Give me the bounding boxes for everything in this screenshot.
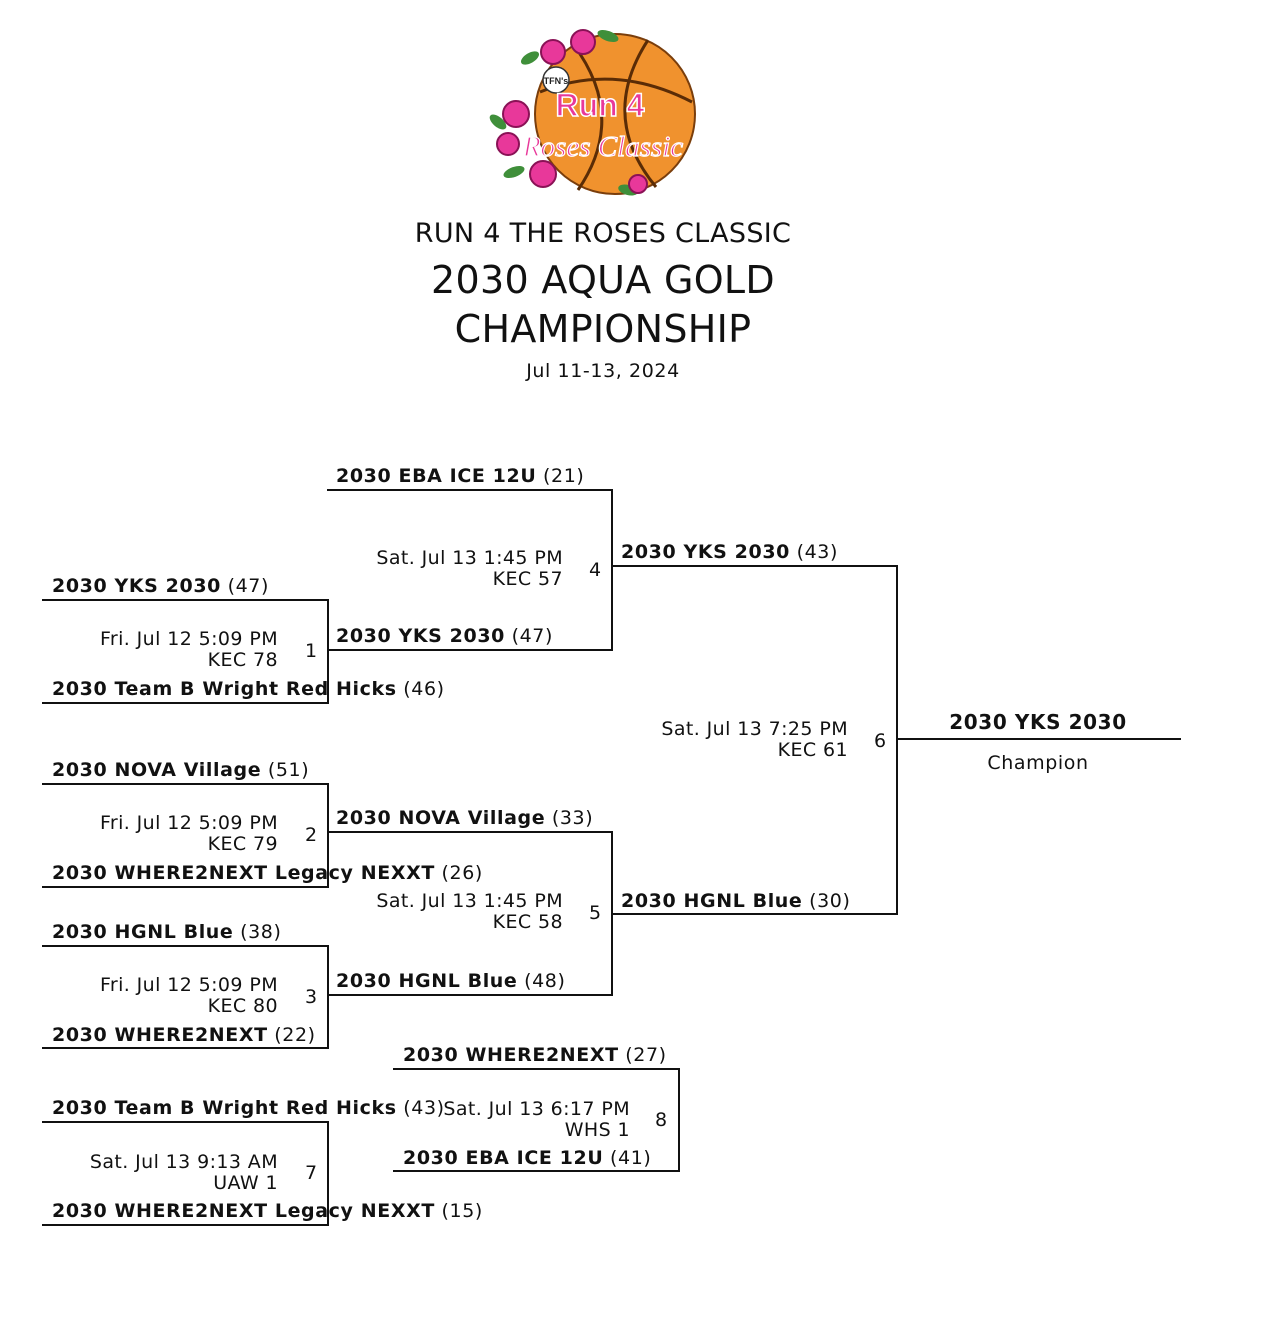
- team-slot: 2030 EBA ICE 12U (41): [403, 1147, 652, 1169]
- rose-shape: [529, 160, 557, 188]
- bracket-line: [42, 1121, 329, 1123]
- team-slot: 2030 EBA ICE 12U (21): [336, 465, 585, 487]
- rose-shape: [628, 174, 648, 194]
- bracket-line: [327, 831, 613, 833]
- game-venue: WHS 1: [564, 1119, 630, 1141]
- bracket-line: [327, 599, 329, 704]
- bracket-line: [393, 1170, 680, 1172]
- game-time: Fri. Jul 12 5:09 PM: [99, 974, 278, 996]
- bracket-line: [42, 599, 329, 601]
- bracket-line: [611, 913, 898, 915]
- bracket-line: [611, 489, 613, 651]
- game-number: 3: [305, 986, 318, 1008]
- rose-shape: [540, 39, 566, 65]
- bracket-line: [327, 649, 613, 651]
- rose-shape: [570, 29, 596, 55]
- basketball-shape: [534, 33, 696, 195]
- bracket-line: [327, 489, 613, 491]
- game-number: 6: [874, 730, 887, 752]
- bracket-line: [393, 1068, 680, 1070]
- team-slot: 2030 Team B Wright Red Hicks (43): [52, 1097, 445, 1119]
- basketball-seam: [623, 39, 658, 188]
- tournament-logo: TFN's Run 4 Roses Classic: [489, 29, 696, 196]
- game-venue: UAW 1: [213, 1172, 278, 1194]
- game-venue: KEC 58: [492, 911, 563, 933]
- bracket-title-line1: 2030 AQUA GOLD: [431, 258, 775, 302]
- bracket-line: [327, 945, 329, 1049]
- game-time: Sat. Jul 13 1:45 PM: [376, 547, 563, 569]
- bracket-line: [327, 1121, 329, 1226]
- bracket-line: [327, 994, 613, 996]
- game-venue: KEC 57: [492, 568, 563, 590]
- game-time: Sat. Jul 13 7:25 PM: [661, 718, 848, 740]
- bracket-line: [896, 565, 898, 915]
- logo-line1: Run 4: [556, 87, 645, 123]
- logo-prefix: TFN's: [544, 76, 569, 86]
- game-time: Fri. Jul 12 5:09 PM: [99, 812, 278, 834]
- game-number: 4: [589, 559, 602, 581]
- team-slot: 2030 YKS 2030 (43): [621, 541, 839, 563]
- leaf-shape: [597, 29, 619, 43]
- leaf-shape: [489, 114, 507, 130]
- bracket-line: [896, 738, 1181, 740]
- bracket-line: [42, 1047, 329, 1049]
- game-number: 7: [305, 1162, 318, 1184]
- champion-name: 2030 YKS 2030: [949, 710, 1127, 734]
- bracket-line: [42, 1224, 329, 1226]
- game-time: Sat. Jul 13 1:45 PM: [376, 890, 563, 912]
- game-number: 1: [305, 640, 318, 662]
- bracket-line: [678, 1068, 680, 1172]
- game-venue: KEC 61: [777, 739, 848, 761]
- bracket-line: [611, 565, 898, 567]
- bracket-title-line2: CHAMPIONSHIP: [454, 307, 752, 351]
- game-venue: KEC 79: [207, 833, 278, 855]
- logo-line2: Roses Classic: [522, 131, 683, 163]
- rose-shape: [496, 132, 520, 156]
- event-name: RUN 4 THE ROSES CLASSIC: [414, 218, 792, 249]
- team-slot: 2030 YKS 2030 (47): [52, 575, 270, 597]
- leaf-shape: [520, 51, 540, 65]
- event-dates: Jul 11-13, 2024: [526, 360, 680, 382]
- basketball-seam: [571, 43, 604, 191]
- champion-label: Champion: [987, 752, 1089, 774]
- team-slot: 2030 WHERE2NEXT (22): [52, 1024, 316, 1046]
- game-venue: KEC 78: [207, 649, 278, 671]
- team-slot: 2030 WHERE2NEXT Legacy NEXXT (26): [52, 862, 483, 884]
- team-slot: 2030 WHERE2NEXT Legacy NEXXT (15): [52, 1200, 483, 1222]
- bracket-line: [42, 945, 329, 947]
- game-time: Sat. Jul 13 6:17 PM: [443, 1098, 630, 1120]
- bracket-line: [42, 886, 329, 888]
- bracket-line: [327, 783, 329, 888]
- game-time: Sat. Jul 13 9:13 AM: [89, 1151, 278, 1173]
- game-time: Fri. Jul 12 5:09 PM: [99, 628, 278, 650]
- team-slot: 2030 HGNL Blue (38): [52, 921, 282, 943]
- team-slot: 2030 YKS 2030 (47): [336, 625, 554, 647]
- bracket-line: [42, 783, 329, 785]
- team-slot: 2030 HGNL Blue (30): [621, 890, 851, 912]
- game-number: 2: [305, 824, 318, 846]
- leaf-shape: [503, 165, 525, 179]
- team-slot: 2030 NOVA Village (51): [52, 759, 310, 781]
- team-slot: 2030 WHERE2NEXT (27): [403, 1044, 667, 1066]
- bracket-line: [42, 702, 329, 704]
- game-number: 5: [589, 902, 602, 924]
- team-slot: 2030 NOVA Village (33): [336, 807, 594, 829]
- logo-badge: [542, 66, 570, 94]
- game-number: 8: [655, 1109, 668, 1131]
- team-slot: 2030 Team B Wright Red Hicks (46): [52, 678, 445, 700]
- game-venue: KEC 80: [207, 995, 278, 1017]
- rose-shape: [502, 100, 530, 128]
- team-slot: 2030 HGNL Blue (48): [336, 970, 566, 992]
